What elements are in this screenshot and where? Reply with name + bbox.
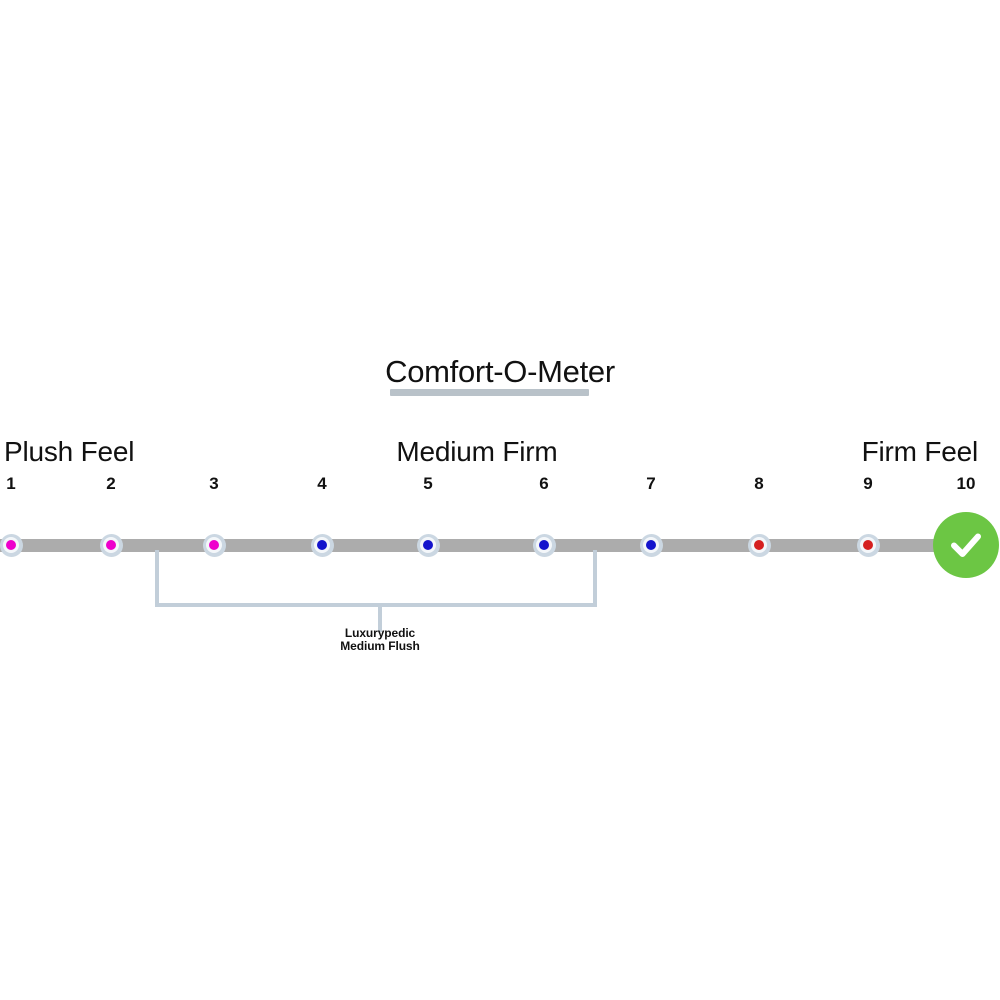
- tick-number-8: 8: [754, 474, 764, 493]
- zone-label-medium-firm: Medium Firm: [396, 436, 558, 467]
- tick-number-7: 7: [646, 474, 656, 493]
- scale-dot-core: [646, 540, 656, 550]
- zone-label-plush-feel: Plush Feel: [4, 436, 135, 467]
- scale-dot-ring: [314, 537, 330, 553]
- tick-number-6: 6: [539, 474, 549, 493]
- scale-dot-4[interactable]: [310, 533, 334, 557]
- scale-dot-ring: [536, 537, 552, 553]
- scale-dot-core: [6, 540, 16, 550]
- title-underline: [390, 389, 589, 396]
- scale-dot-7[interactable]: [639, 533, 663, 557]
- scale-dot-ring: [751, 537, 767, 553]
- scale-dot-core: [863, 540, 873, 550]
- annotation-bracket: [150, 548, 620, 638]
- scale-dot-2[interactable]: [99, 533, 123, 557]
- tick-number-2: 2: [106, 474, 116, 493]
- tick-number-10: 10: [956, 474, 976, 493]
- scale-dot-5[interactable]: [416, 533, 440, 557]
- scale-dot-ring: [103, 537, 119, 553]
- tick-number-9: 9: [863, 474, 873, 493]
- scale-dot-6[interactable]: [532, 533, 556, 557]
- tick-number-3: 3: [209, 474, 219, 493]
- comfort-scale-track: [0, 539, 958, 552]
- scale-dot-3[interactable]: [202, 533, 226, 557]
- scale-dot-ring: [206, 537, 222, 553]
- scale-dot-core: [209, 540, 219, 550]
- scale-dot-ring: [420, 537, 436, 553]
- scale-dot-core: [423, 540, 433, 550]
- selected-check-badge[interactable]: [933, 512, 999, 578]
- annotation-label-line-1: Luxurypedic: [344, 626, 416, 640]
- scale-dot-core: [106, 540, 116, 550]
- scale-dot-ring: [860, 537, 876, 553]
- tick-number-4: 4: [317, 474, 327, 493]
- check-icon: [951, 533, 981, 557]
- scale-dot-ring: [3, 537, 19, 553]
- zone-label-firm-feel: Firm Feel: [861, 436, 979, 467]
- scale-dot-core: [754, 540, 764, 550]
- chart-title-block: Comfort-O-Meter: [0, 354, 1000, 396]
- scale-dot-core: [317, 540, 327, 550]
- scale-dot-8[interactable]: [747, 533, 771, 557]
- annotation-label-line-2: Medium Flush: [340, 639, 420, 653]
- scale-dot-core: [539, 540, 549, 550]
- scale-dot-ring: [643, 537, 659, 553]
- scale-dot-9[interactable]: [856, 533, 880, 557]
- scale-dot-1[interactable]: [0, 533, 23, 557]
- tick-number-5: 5: [423, 474, 433, 493]
- annotation-label: Luxurypedic Medium Flush: [280, 627, 480, 653]
- page-title: Comfort-O-Meter: [385, 354, 615, 389]
- tick-number-1: 1: [6, 474, 16, 493]
